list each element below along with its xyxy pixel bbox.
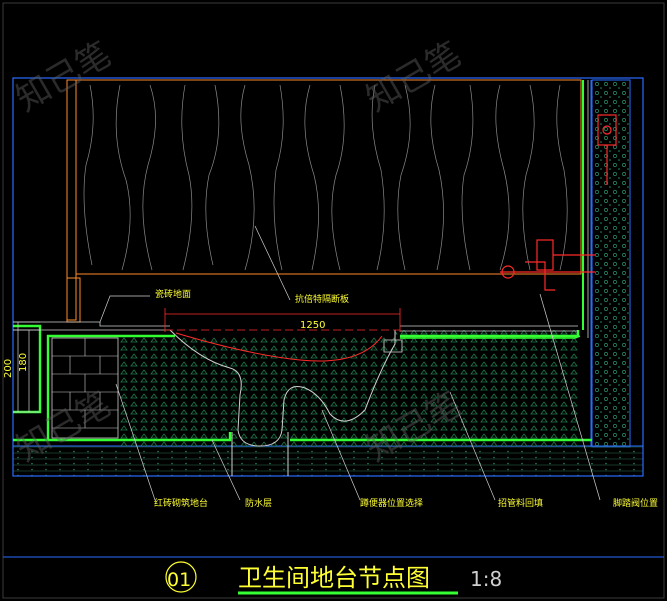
title-number-circle (165, 561, 197, 593)
waterproof-layer (13, 324, 592, 442)
watermark: 知己笔 (10, 34, 118, 120)
floor-slab (12, 445, 644, 477)
right-wall (582, 79, 631, 448)
label-tile-floor: 瓷砖地面 (155, 288, 191, 300)
label-partition: 抗倍特隔断板 (295, 293, 349, 305)
label-brick-platform: 红砖砌筑地台 (154, 497, 208, 509)
label-foot-valve: 脚踏阀位置 (613, 497, 658, 509)
drain-pipe (400, 335, 581, 339)
dim-180-text: 180 (18, 353, 29, 372)
title-scale: 1:8 (470, 567, 502, 591)
vertical-dimensions (13, 321, 40, 413)
dimension-1250: 1250 (164, 308, 401, 332)
title-text: 卫生间地台节点图 (238, 564, 430, 592)
title-number: 01 (167, 569, 191, 591)
partition-panel (66, 79, 582, 323)
watermark: 知己笔 (360, 34, 468, 120)
label-squat-toilet: 蹲便器位置选择 (360, 497, 423, 509)
brick-platform (51, 337, 119, 439)
label-pipe-backfill: 招管料回填 (498, 497, 543, 509)
squat-toilet (169, 329, 396, 476)
dim-200-text: 200 (3, 359, 14, 378)
label-waterproof: 防水层 (245, 497, 272, 509)
leader-lines (99, 225, 601, 501)
foot-valve (500, 114, 617, 291)
backfill-area (118, 330, 578, 446)
dim-1250-text: 1250 (300, 320, 325, 331)
